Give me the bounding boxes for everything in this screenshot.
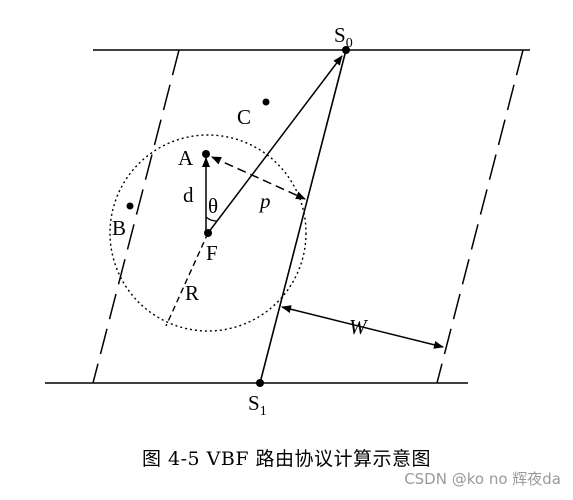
node-c xyxy=(262,98,270,106)
watermark: CSDN @ko no 辉夜da xyxy=(404,470,561,488)
label-p: p xyxy=(258,189,271,213)
label-f: F xyxy=(206,241,218,265)
pipe-width-arrow xyxy=(281,305,444,349)
label-a: A xyxy=(178,146,194,170)
node-f xyxy=(204,229,212,237)
figure-caption: 图 4-5 VBF 路由协议计算示意图 xyxy=(141,448,432,470)
routing-vector-line xyxy=(259,49,347,384)
label-s1: S1 xyxy=(248,391,267,419)
left-pipe-boundary xyxy=(92,49,180,384)
label-c: C xyxy=(237,105,251,129)
label-theta: θ xyxy=(208,194,218,218)
forwarder-range-circle xyxy=(109,134,307,332)
right-pipe-boundary xyxy=(436,49,524,384)
label-w: W xyxy=(349,315,369,339)
radius-line xyxy=(165,232,209,327)
node-s1 xyxy=(256,379,264,387)
node-s0 xyxy=(342,46,350,54)
vbf-diagram: S0 S1 A B C F d θ p R W xyxy=(45,23,530,419)
projection-distance-arrow xyxy=(211,156,306,200)
label-r: R xyxy=(185,281,199,305)
theta-angle-arc xyxy=(205,216,218,222)
label-s0: S0 xyxy=(334,23,353,51)
f-to-s0-arrow xyxy=(207,55,343,234)
label-d: d xyxy=(183,183,194,207)
label-b: B xyxy=(112,216,126,240)
node-a xyxy=(202,150,210,158)
node-b xyxy=(126,202,134,210)
